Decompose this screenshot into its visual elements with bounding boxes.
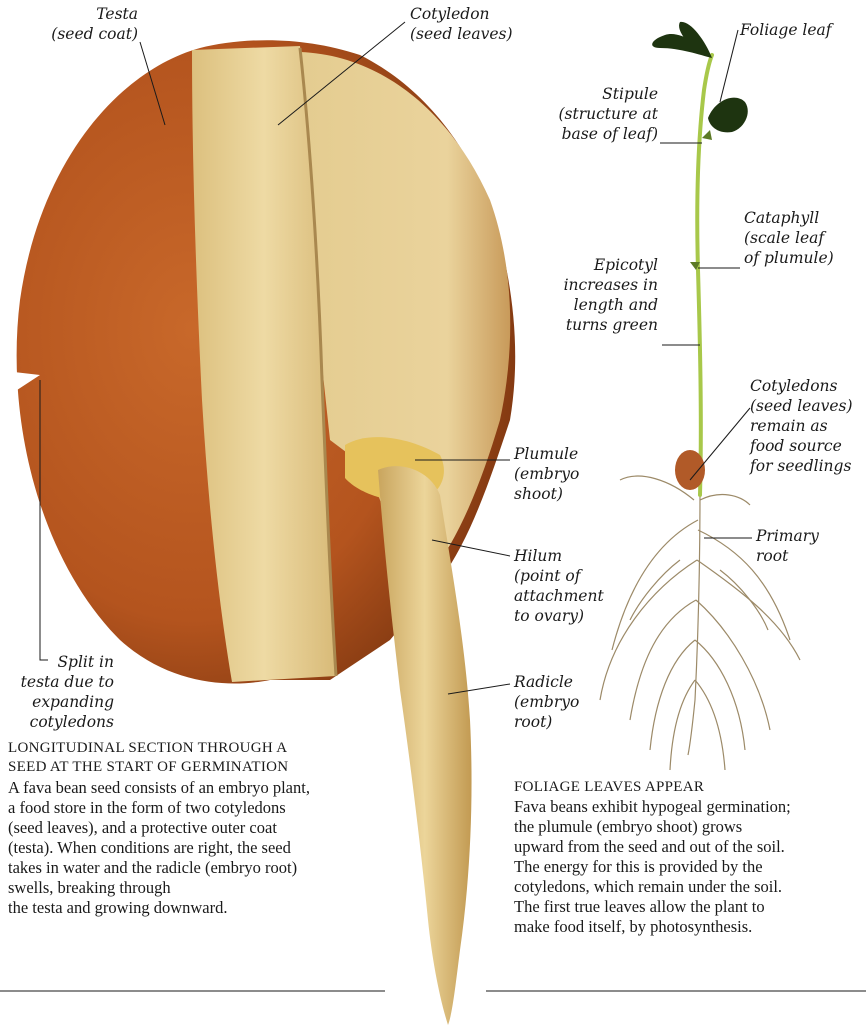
- seedling-roots: [600, 476, 800, 770]
- right-body: Fava beans exhibit hypogeal germination;…: [514, 797, 866, 937]
- left-body: A fava bean seed consists of an embryo p…: [8, 778, 310, 918]
- right-heading: FOLIAGE LEAVES APPEAR: [514, 778, 704, 797]
- stipule-mark: [702, 130, 712, 140]
- foliage-leaf-top: [652, 22, 712, 58]
- seedling-cotyledon: [675, 450, 705, 490]
- label-testa: Testa(seed coat): [20, 4, 138, 44]
- foliage-leaf-right: [708, 98, 748, 133]
- label-foliage-leaf: Foliage leaf: [740, 20, 832, 40]
- label-cotyledon: Cotyledon(seed leaves): [410, 4, 513, 44]
